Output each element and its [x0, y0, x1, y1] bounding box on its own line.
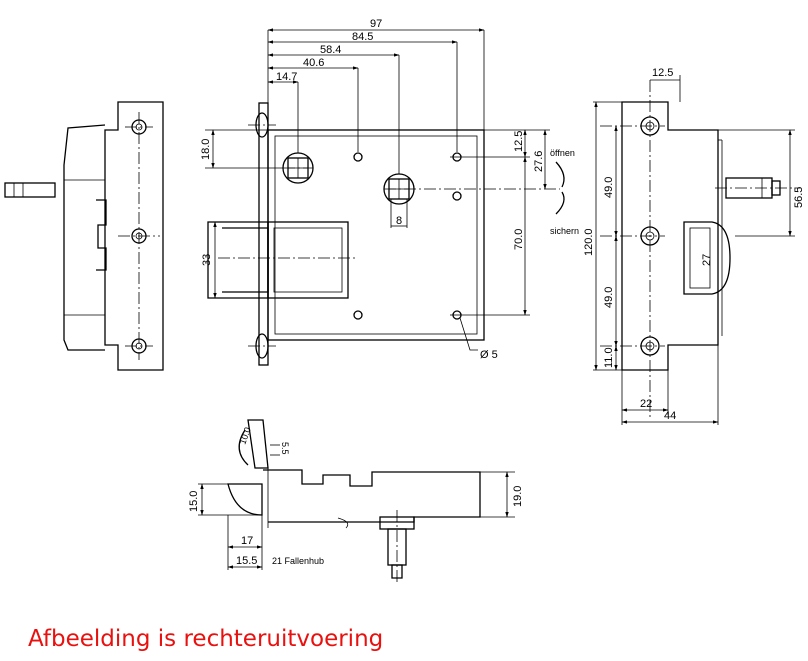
dim-49-0-upper: 49.0	[603, 177, 615, 198]
dim-5-5: 5.5	[280, 442, 290, 455]
label-sichern: sichern	[550, 226, 579, 236]
dim-27-6: 27.6	[533, 151, 545, 172]
dim-18-0: 18.0	[200, 139, 212, 160]
dim-14-7: 14.7	[276, 71, 297, 83]
dim-70-0: 70.0	[513, 229, 525, 250]
dim-11-0: 11.0	[603, 347, 615, 368]
dim-12-5-right: 12.5	[652, 67, 673, 79]
dim-15-5: 15.5	[236, 555, 257, 567]
dim-8: 8	[396, 215, 402, 227]
label-fallenhub: 21 Fallenhub	[272, 556, 324, 566]
dim-33: 33	[201, 254, 213, 266]
dim-44: 44	[664, 410, 676, 422]
dim-17: 17	[241, 535, 253, 547]
dim-22: 22	[640, 398, 652, 410]
dim-40-6: 40.6	[303, 57, 324, 69]
label-oeffnen: öffnen	[550, 148, 575, 158]
dim-97: 97	[370, 18, 382, 30]
dim-58-4: 58.4	[320, 44, 341, 56]
dim-120-0: 120.0	[583, 228, 595, 256]
dim-dia-5: Ø 5	[480, 349, 498, 361]
caption: Afbeelding is rechteruitvoering	[28, 626, 384, 652]
dim-27: 27	[701, 254, 713, 266]
dim-49-0-lower: 49.0	[603, 287, 615, 308]
dim-15-0: 15.0	[188, 491, 200, 512]
dim-56-5: 56.5	[793, 187, 805, 208]
dim-12-5-front: 12.5	[513, 131, 525, 152]
left-side-view	[4, 101, 164, 371]
dim-19-0: 19.0	[512, 486, 524, 507]
dim-84-5: 84.5	[352, 31, 373, 43]
right-side-view	[593, 75, 800, 425]
front-view	[205, 28, 565, 366]
bottom-view	[198, 419, 515, 585]
